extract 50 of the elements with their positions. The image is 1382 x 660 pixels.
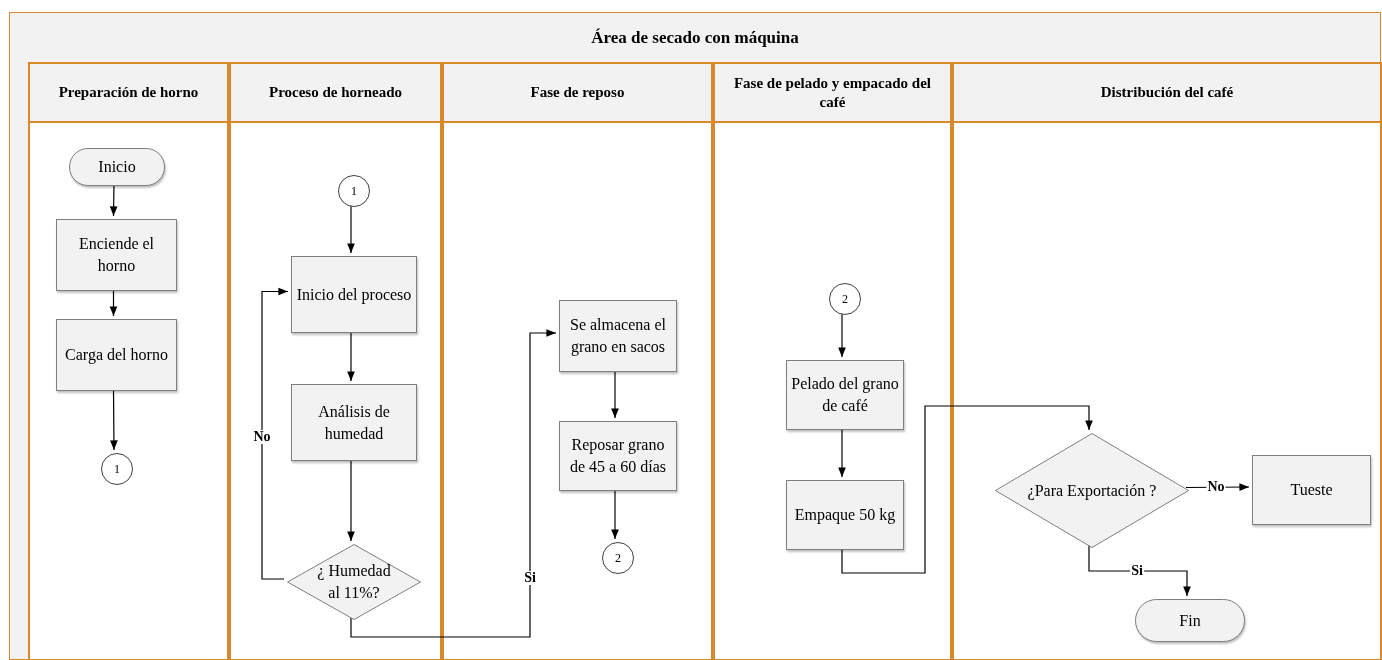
process-box <box>56 219 177 291</box>
process-box <box>291 384 417 461</box>
terminator-shape <box>1135 599 1245 642</box>
swimlane <box>229 62 442 660</box>
node-label: Reposar grano de 45 a 60 días <box>569 435 667 477</box>
node-label: 1 <box>351 183 357 200</box>
edge-label: No <box>252 430 272 444</box>
process-box <box>56 319 177 391</box>
node-label: Preparación de horno <box>58 83 199 102</box>
node-label: Análisis de humedad <box>317 401 391 444</box>
terminator-shape <box>69 148 165 186</box>
process-box <box>786 480 904 550</box>
swimlane <box>952 62 1382 660</box>
process-box <box>559 300 677 372</box>
edge-label: No <box>1206 480 1226 494</box>
node-label: Fase de reposo <box>530 83 625 102</box>
process-box <box>786 360 904 430</box>
edge-label: Si <box>523 571 537 585</box>
node-label: Tueste <box>1290 480 1333 500</box>
node-label: Pelado del grano de café <box>791 374 899 416</box>
arrow <box>261 287 289 580</box>
node-label: 1 <box>114 461 120 478</box>
arrow <box>1088 544 1191 597</box>
swimlane <box>713 62 952 660</box>
arrow <box>350 329 557 638</box>
swimlane-pool <box>9 12 1381 660</box>
decision-diamond <box>995 433 1189 548</box>
node-label: Inicio del proceso <box>296 284 412 306</box>
node-label: Proceso de horneado <box>268 83 402 102</box>
node-label: ¿ Humedad al 11%? <box>317 562 391 601</box>
node-label: Se almacena el grano en sacos <box>569 315 667 358</box>
node-label: Área de secado con máquina <box>591 26 799 49</box>
swimlane <box>442 62 713 660</box>
edge-label: Si <box>1130 564 1144 578</box>
process-box <box>291 256 417 333</box>
node-label: 2 <box>615 550 621 567</box>
node-label: Enciende el horno <box>77 234 156 276</box>
swimlane <box>28 62 229 660</box>
node-label: Empaque 50 kg <box>794 505 896 526</box>
process-box <box>559 421 677 491</box>
node-label: Carga del horno <box>65 345 168 366</box>
node-label: ¿Para Exportación ? <box>1027 481 1157 499</box>
node-label: Distribución del café <box>1100 83 1234 102</box>
node-label: 2 <box>842 291 848 308</box>
arrow <box>841 405 1093 574</box>
node-label: Fin <box>1179 610 1201 631</box>
decision-diamond <box>287 544 421 620</box>
process-box <box>1252 455 1371 525</box>
node-label: Fase de pelado y empacado del café <box>732 73 933 112</box>
node-label: Inicio <box>98 157 136 177</box>
